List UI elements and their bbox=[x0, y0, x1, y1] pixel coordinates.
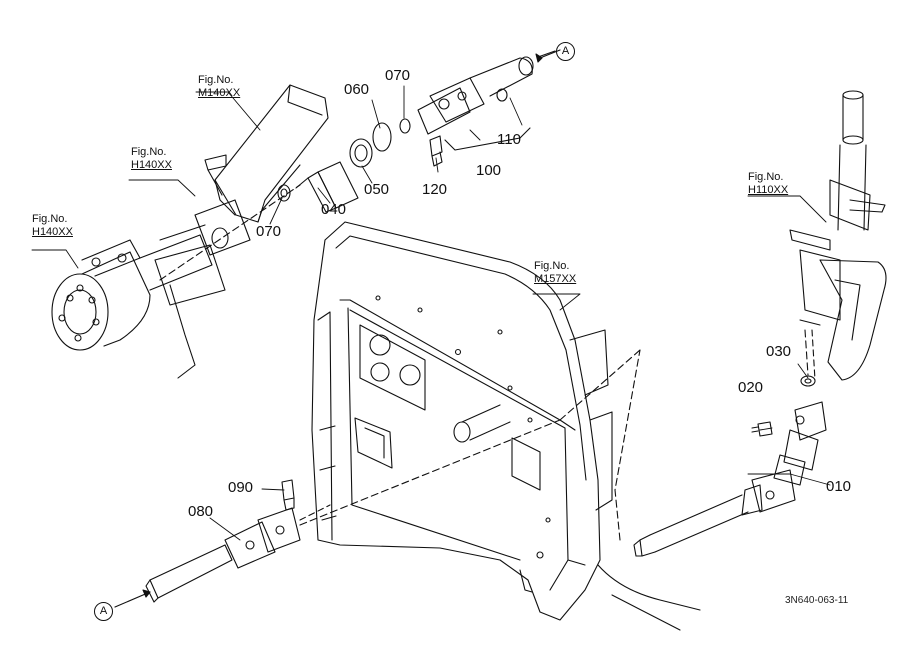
upper-bracket bbox=[214, 84, 329, 223]
leader-lines bbox=[31, 85, 831, 541]
part-label-050: 050 bbox=[364, 181, 390, 198]
part-label-060: 060 bbox=[344, 81, 370, 98]
fig-ref-m140: Fig.No. M140XX bbox=[198, 74, 240, 100]
dashboard-panel bbox=[311, 221, 701, 631]
lower-shaft-assembly bbox=[145, 479, 331, 603]
part-label-110: 110 bbox=[497, 131, 521, 148]
part-label-010: 010 bbox=[826, 478, 852, 495]
fig-ref-m140-line1: Fig.No. bbox=[198, 74, 234, 86]
fig-ref-m157-line2: M157XX bbox=[534, 273, 577, 285]
fig-ref-h140-left-line1: Fig.No. bbox=[32, 213, 68, 225]
fig-ref-h140-upper-line1: Fig.No. bbox=[131, 146, 167, 158]
fig-ref-m140-line2: M140XX bbox=[198, 87, 241, 99]
part-label-030: 030 bbox=[766, 343, 792, 360]
connector-arrow-top bbox=[537, 50, 556, 58]
part-label-070-lower: 070 bbox=[256, 223, 282, 240]
connector-a-bottom: A bbox=[94, 602, 113, 621]
fig-ref-h140-left: Fig.No. H140XX bbox=[32, 213, 73, 239]
fig-ref-h110-line1: Fig.No. bbox=[748, 171, 784, 183]
part-label-120: 120 bbox=[422, 181, 448, 198]
fig-ref-h140-left-line2: H140XX bbox=[32, 226, 73, 238]
center-lines bbox=[159, 184, 809, 541]
steering-column bbox=[789, 90, 887, 381]
part-label-100: 100 bbox=[476, 162, 502, 179]
connector-a-top: A bbox=[556, 42, 575, 61]
fig-ref-h140-upper: Fig.No. H140XX bbox=[131, 146, 172, 172]
fig-ref-m157: Fig.No. M157XX bbox=[534, 260, 576, 286]
steering-pump bbox=[51, 154, 251, 379]
right-universal-joint bbox=[633, 375, 827, 557]
connector-arrow-bottom-head bbox=[142, 589, 151, 598]
upper-shaft-assembly bbox=[277, 49, 561, 213]
part-label-040: 040 bbox=[321, 201, 347, 218]
fig-ref-h110: Fig.No. H110XX bbox=[748, 171, 788, 197]
part-label-070-upper: 070 bbox=[385, 67, 411, 84]
connector-arrow-top-head bbox=[535, 53, 543, 63]
fig-ref-h140-upper-line2: H140XX bbox=[131, 159, 172, 171]
part-label-090: 090 bbox=[228, 479, 254, 496]
drawing-reference-number: 3N640-063-11 bbox=[785, 595, 849, 606]
part-label-080: 080 bbox=[188, 503, 214, 520]
connector-arrow-bottom bbox=[114, 591, 151, 608]
fig-ref-m157-line1: Fig.No. bbox=[534, 260, 570, 272]
fig-ref-h110-line2: H110XX bbox=[748, 184, 789, 196]
part-label-020: 020 bbox=[738, 379, 764, 396]
